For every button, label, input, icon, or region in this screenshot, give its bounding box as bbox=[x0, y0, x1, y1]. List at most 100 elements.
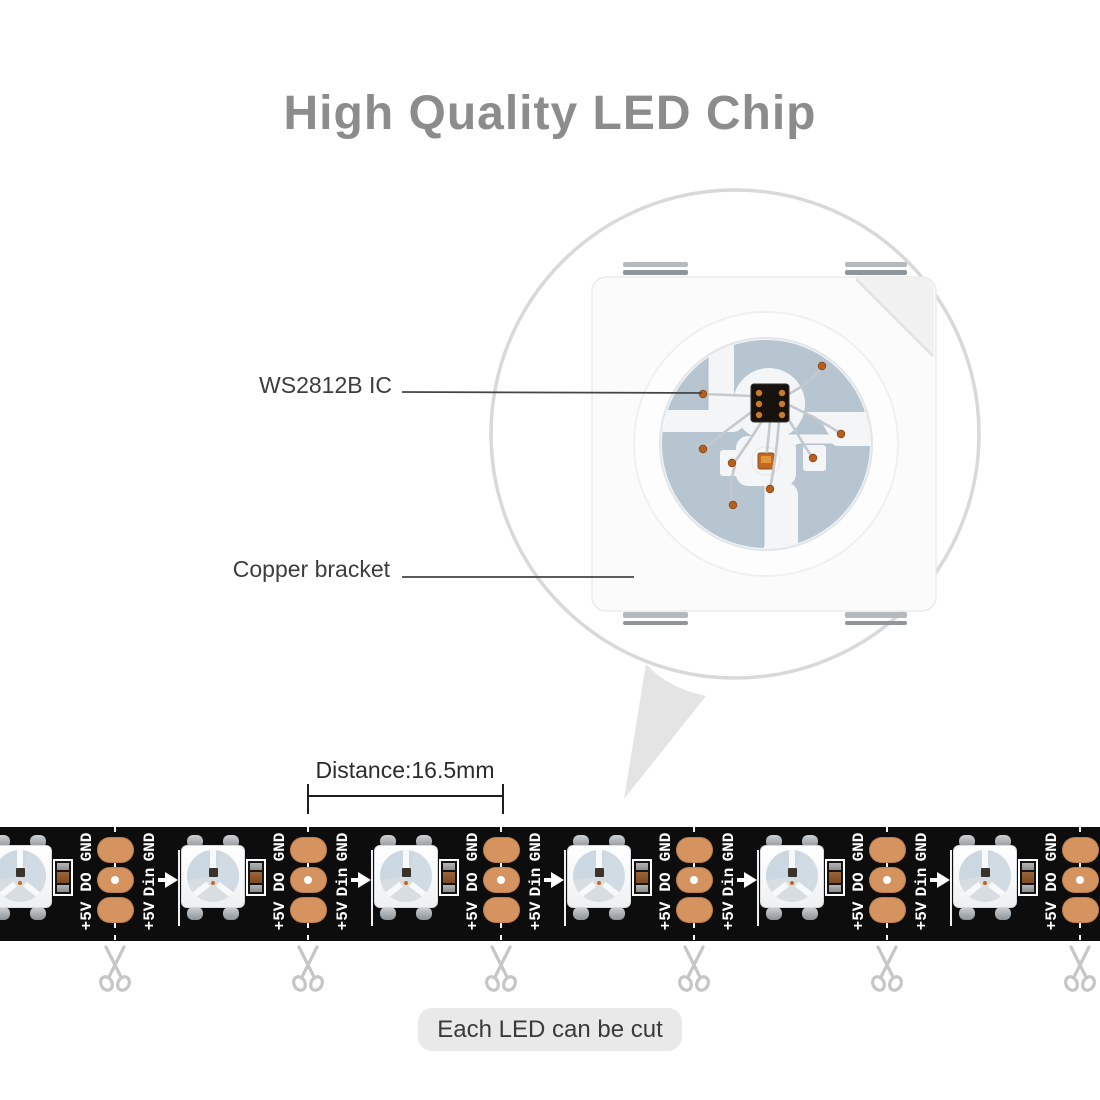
solder-pad bbox=[1062, 837, 1099, 863]
signal-direction-arrow bbox=[544, 872, 564, 888]
smd-resistor bbox=[825, 859, 845, 896]
led-inner-die bbox=[404, 881, 408, 885]
silkscreen-line bbox=[757, 850, 759, 926]
pad-label-+5v: +5V bbox=[464, 901, 482, 931]
solder-pad bbox=[290, 897, 327, 923]
resistor-cap bbox=[829, 885, 841, 892]
led-inner-die bbox=[597, 881, 601, 885]
resistor-cap bbox=[1022, 863, 1034, 870]
resistor-cap bbox=[1022, 885, 1034, 892]
pad-label-+5v: +5V bbox=[78, 901, 96, 931]
led-package bbox=[181, 835, 245, 920]
led-lead bbox=[573, 835, 589, 848]
pad-label-+5v: +5V bbox=[271, 901, 289, 931]
led-inner-ic bbox=[209, 868, 218, 877]
lens-divider bbox=[210, 850, 216, 874]
chip-lead-tabs bbox=[623, 262, 907, 625]
pad-label-+5v: +5V bbox=[527, 901, 545, 931]
lens-divider bbox=[982, 850, 988, 874]
led-lead bbox=[766, 907, 782, 920]
led-lens bbox=[573, 850, 625, 902]
solder-pad bbox=[869, 897, 906, 923]
bond-pads bbox=[698, 361, 846, 510]
pad-center-dot bbox=[111, 876, 119, 884]
lens-divider bbox=[403, 850, 409, 874]
solder-pad bbox=[483, 837, 520, 863]
signal-direction-arrow bbox=[351, 872, 371, 888]
smd-resistor bbox=[246, 859, 266, 896]
pad-label-+5v: +5V bbox=[1043, 901, 1061, 931]
lens-divider bbox=[789, 850, 795, 874]
lens-divider bbox=[596, 850, 602, 874]
led-lead bbox=[802, 907, 818, 920]
led-lead bbox=[959, 907, 975, 920]
resistor-cap bbox=[829, 863, 841, 870]
pad-label-+5v: +5V bbox=[850, 901, 868, 931]
resistor-cap bbox=[443, 885, 455, 892]
led-lead bbox=[959, 835, 975, 848]
pad-center-dot bbox=[1076, 876, 1084, 884]
led-inner-die bbox=[983, 881, 987, 885]
solder-pad bbox=[676, 837, 713, 863]
smd-resistor bbox=[53, 859, 73, 896]
resistor-body bbox=[829, 872, 841, 883]
led-package bbox=[0, 835, 52, 920]
resistor-cap bbox=[57, 885, 69, 892]
scissors-icon bbox=[677, 945, 711, 993]
solder-pad bbox=[869, 837, 906, 863]
led-package bbox=[953, 835, 1017, 920]
distance-bracket bbox=[307, 784, 504, 814]
led-lead bbox=[573, 907, 589, 920]
led-lead bbox=[380, 907, 396, 920]
pad-center-dot bbox=[883, 876, 891, 884]
silkscreen-line bbox=[564, 850, 566, 926]
signal-direction-arrow bbox=[930, 872, 950, 888]
led-inner-ic bbox=[402, 868, 411, 877]
led-lead bbox=[609, 835, 625, 848]
resistor-cap bbox=[250, 863, 262, 870]
scissors-icon bbox=[1063, 945, 1097, 993]
scissors-icon bbox=[291, 945, 325, 993]
signal-direction-arrow bbox=[737, 872, 757, 888]
signal-direction-arrow bbox=[158, 872, 178, 888]
led-lead bbox=[30, 907, 46, 920]
resistor-cap bbox=[250, 885, 262, 892]
resistor-body bbox=[1022, 872, 1034, 883]
distance-label: Distance:16.5mm bbox=[315, 757, 495, 783]
lens-divider bbox=[17, 850, 23, 874]
led-lens bbox=[959, 850, 1011, 902]
led-lead bbox=[187, 835, 203, 848]
led-lead bbox=[223, 907, 239, 920]
ic-leader-line bbox=[401, 391, 703, 394]
led-lead bbox=[0, 835, 10, 848]
resistor-cap bbox=[636, 863, 648, 870]
solder-pad bbox=[1062, 897, 1099, 923]
ic-callout-label: WS2812B IC bbox=[259, 372, 392, 398]
led-lens bbox=[380, 850, 432, 902]
pad-label-+5v: +5V bbox=[720, 901, 738, 931]
led-lead bbox=[416, 907, 432, 920]
resistor-cap bbox=[443, 863, 455, 870]
solder-pad bbox=[97, 897, 134, 923]
led-lead bbox=[416, 835, 432, 848]
silkscreen-line bbox=[950, 850, 952, 926]
resistor-body bbox=[636, 872, 648, 883]
resistor-cap bbox=[636, 885, 648, 892]
smd-resistor bbox=[439, 859, 459, 896]
led-lead bbox=[609, 907, 625, 920]
scissors-icon bbox=[98, 945, 132, 993]
pad-label-+5v: +5V bbox=[657, 901, 675, 931]
led-inner-die bbox=[18, 881, 22, 885]
resistor-body bbox=[443, 872, 455, 883]
led-inner-ic bbox=[981, 868, 990, 877]
led-lead bbox=[802, 835, 818, 848]
solder-pad bbox=[676, 897, 713, 923]
ws2812b-ic bbox=[750, 383, 790, 423]
led-inner-ic bbox=[16, 868, 25, 877]
silkscreen-line bbox=[178, 850, 180, 926]
silkscreen-line bbox=[371, 850, 373, 926]
led-lens bbox=[766, 850, 818, 902]
